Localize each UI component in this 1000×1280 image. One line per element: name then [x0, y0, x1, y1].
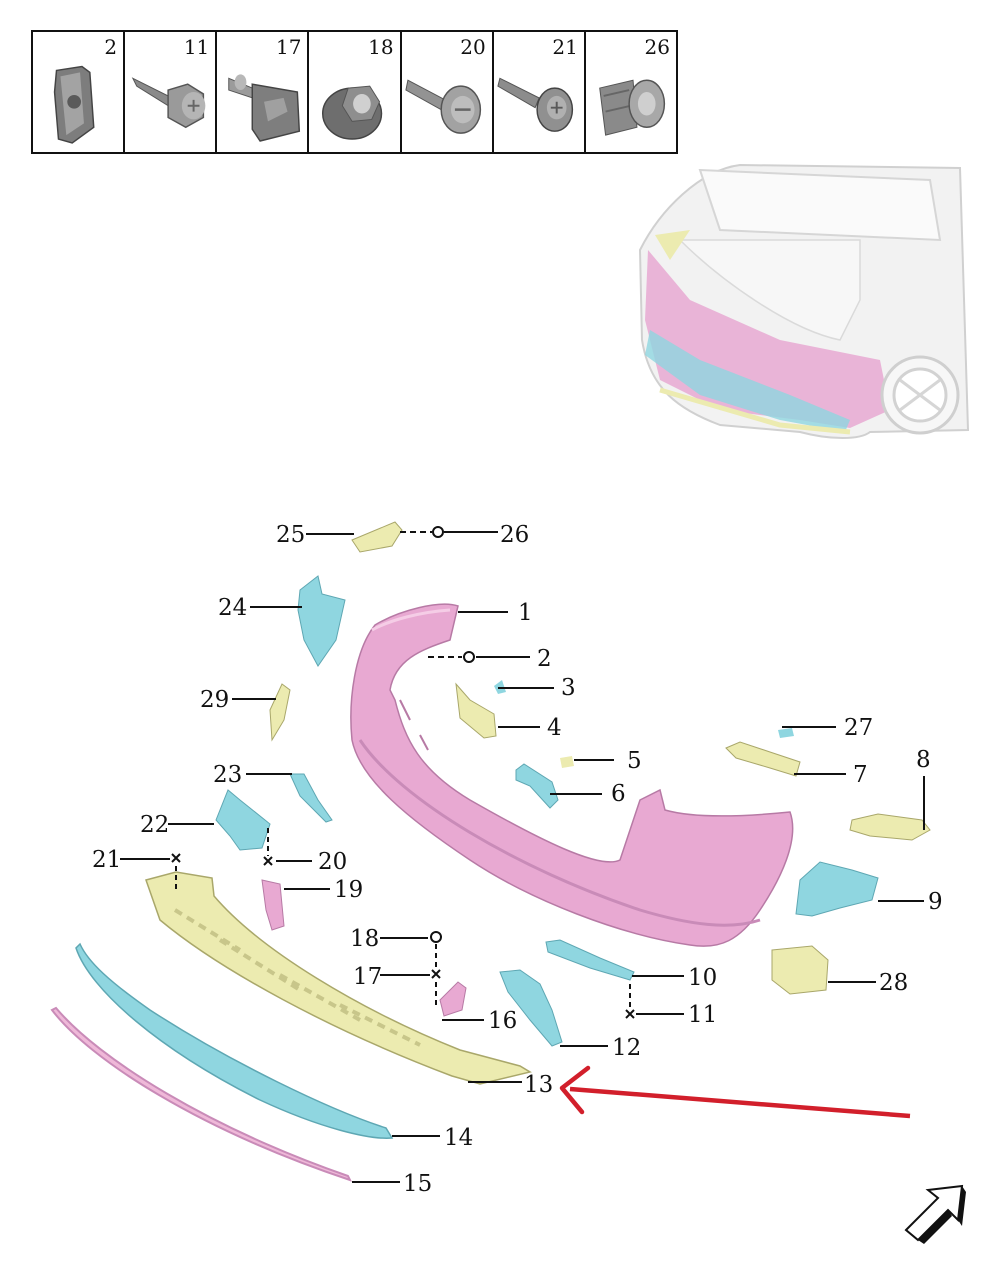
callout-number: 6 — [611, 781, 626, 807]
forward-arrow-icon — [904, 1184, 966, 1244]
callout-number: 3 — [561, 675, 576, 701]
callout-number: 15 — [403, 1171, 432, 1197]
callout-labels: 1 2 3 4 5 6 7 8 9 10 11 12 13 14 15 16 1… — [92, 522, 943, 1197]
callout-number: 10 — [688, 965, 717, 991]
fastener-cell: 11 — [125, 32, 218, 152]
torx-screw-icon — [497, 77, 573, 132]
fastener-number: 2 — [104, 35, 118, 59]
fastener-number: 11 — [183, 35, 210, 59]
callout-number: 26 — [500, 522, 529, 548]
callout-number: 2 — [537, 646, 552, 672]
fastener-cell: 26 — [586, 32, 676, 152]
fastener-number: 20 — [460, 35, 486, 59]
callout-number: 28 — [879, 970, 908, 996]
callout-number: 24 — [218, 595, 247, 621]
fastener-cell: 2 — [33, 32, 126, 152]
fastener-table: 2 11 17 18 20 — [31, 30, 678, 154]
bracket-parts — [215, 521, 931, 1047]
callout-number: 13 — [524, 1072, 553, 1098]
callout-number: 27 — [844, 715, 873, 741]
pan-screw-icon — [404, 79, 481, 134]
callout-number: 1 — [518, 600, 533, 626]
callout-number: 14 — [444, 1125, 473, 1151]
fastener-number: 17 — [275, 35, 302, 59]
fastener-cell: 21 — [494, 32, 586, 152]
fastener-cell: 17 — [217, 32, 310, 152]
callout-number: 25 — [276, 522, 305, 548]
callout-number: 16 — [488, 1008, 517, 1034]
fastener-cell: 18 — [309, 32, 402, 152]
callout-number: 22 — [140, 812, 169, 838]
callout-number: 21 — [92, 847, 121, 873]
callout-number: 7 — [853, 762, 868, 788]
callout-number: 19 — [334, 877, 363, 903]
callout-number: 11 — [688, 1002, 717, 1028]
hex-screw-icon — [131, 77, 206, 129]
clip-nut-icon — [53, 65, 95, 144]
lower-parts — [50, 871, 532, 1182]
vehicle-rear-icon — [638, 163, 970, 439]
callout-number: 20 — [318, 849, 347, 875]
fastener-cell: 20 — [402, 32, 494, 152]
bumper-cover-part — [350, 603, 794, 947]
flange-nut-icon — [322, 85, 383, 140]
callout-number: 4 — [547, 715, 562, 741]
fastener-number: 18 — [368, 35, 394, 59]
callout-number: 9 — [928, 889, 943, 915]
fastener-number: 26 — [644, 35, 670, 59]
expansion-rivet-icon — [599, 79, 665, 136]
flange-bolt-icon — [228, 74, 301, 142]
fastener-number: 21 — [552, 35, 578, 59]
callout-number: 5 — [627, 748, 642, 774]
callout-number: 18 — [350, 926, 379, 952]
callout-number: 23 — [213, 762, 242, 788]
callout-number: 8 — [916, 747, 931, 773]
callout-number: 12 — [612, 1035, 641, 1061]
red-arrow-icon — [559, 1065, 911, 1119]
callout-number: 29 — [200, 687, 229, 713]
callout-number: 17 — [353, 964, 382, 990]
leader-lines — [120, 526, 925, 1183]
